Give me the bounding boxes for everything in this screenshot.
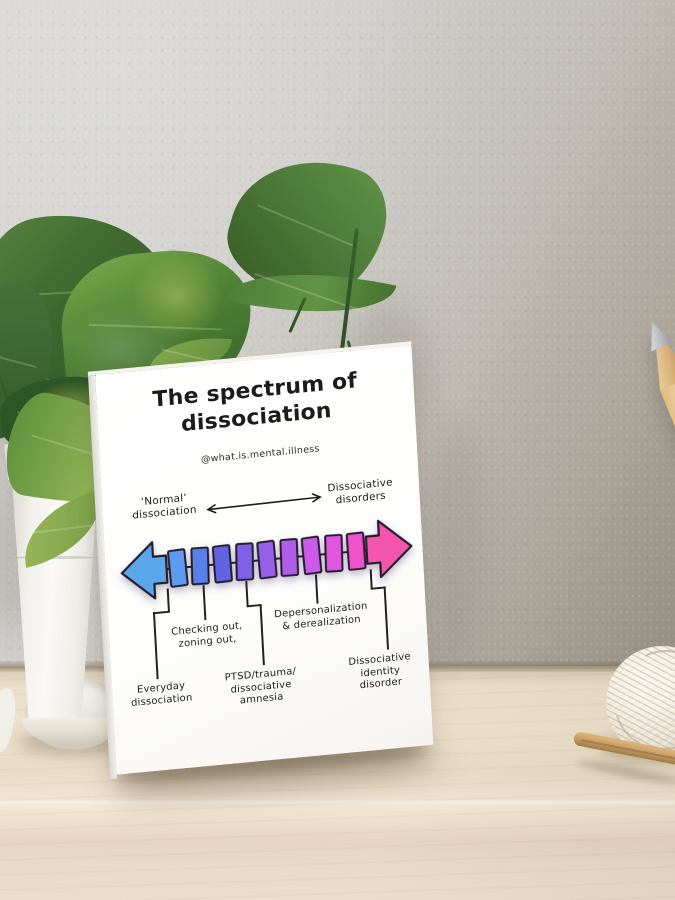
annotation-identity-disorder: Dissociative identity disorder <box>348 651 412 692</box>
connector-line <box>152 612 159 680</box>
poster-title: The spectrum of dissociation <box>152 368 358 438</box>
poster-handle: @what.is.mental.illness <box>200 443 321 466</box>
annotation-everyday-dissociation: Everyday dissociation <box>130 680 193 709</box>
table-plank-line <box>0 801 675 804</box>
shadow <box>428 420 483 680</box>
annotation-checking-out: Checking out, zoning out, <box>171 620 243 650</box>
double-arrow-icon <box>206 493 322 514</box>
axis-label-disorders: Dissociative disorders <box>327 476 394 507</box>
yarn-swirl <box>640 650 675 676</box>
annotation-depersonalization: Depersonalization & derealization <box>273 600 368 632</box>
connector-line <box>152 610 170 614</box>
connector-line <box>259 604 265 666</box>
art-board: The spectrum of dissociation @what.is.me… <box>87 341 434 780</box>
spectrum-arrow <box>120 519 413 600</box>
axis-label-normal: ‘Normal’ dissociation <box>132 492 197 522</box>
connector-line <box>383 586 389 650</box>
annotation-ptsd-amnesia: PTSD/trauma/ dissociative amnesia <box>224 666 297 707</box>
